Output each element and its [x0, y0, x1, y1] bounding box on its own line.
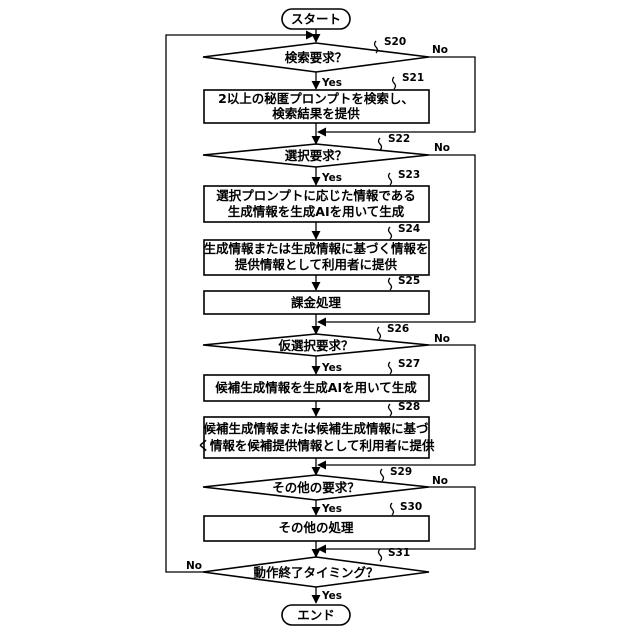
process-s23: 選択プロンプトに応じた情報である 生成情報を生成AIを用いて生成 — [204, 186, 429, 222]
step-id-s30: S30 — [400, 501, 422, 513]
end-terminal: エンド — [282, 605, 350, 625]
decision-s22-label: 選択要求？ — [285, 148, 348, 163]
decision-s31: 動作終了タイミング？ — [203, 557, 429, 587]
step-id-s25: S25 — [398, 275, 420, 287]
process-s28: 候補生成情報または候補生成情報に基づ く情報を候補提供情報として利用者に提供 — [197, 417, 435, 458]
process-s27-label: 候補生成情報を生成AIを用いて生成 — [215, 380, 417, 395]
step-id-s26: S26 — [387, 323, 409, 335]
no-label-s20: No — [432, 44, 448, 56]
process-s21-line1: 2以上の秘匿プロンプトを検索し、 — [218, 91, 414, 106]
process-s28-line2: く情報を候補提供情報として利用者に提供 — [197, 438, 435, 453]
process-s24: 生成情報または生成情報に基づく情報を 提供情報として利用者に提供 — [203, 240, 429, 275]
decision-s26-label: 仮選択要求？ — [277, 338, 353, 353]
process-s30-label: その他の処理 — [278, 520, 354, 535]
yes-label-s22: Yes — [321, 172, 342, 184]
process-s25: 課金処理 — [204, 291, 429, 314]
process-s23-line1: 選択プロンプトに応じた情報である — [216, 188, 416, 203]
decision-s29-label: その他の要求？ — [272, 480, 360, 495]
process-s23-line2: 生成情報を生成AIを用いて生成 — [228, 204, 405, 219]
no-label-s29: No — [432, 475, 448, 487]
no-label-s26: No — [434, 333, 450, 345]
start-terminal: スタート — [282, 9, 350, 29]
step-id-s20: S20 — [384, 36, 406, 48]
start-label: スタート — [291, 12, 341, 27]
step-id-s28: S28 — [398, 401, 420, 413]
no-label-s22: No — [434, 142, 450, 154]
yes-label-s26: Yes — [321, 362, 342, 374]
process-s27: 候補生成情報を生成AIを用いて生成 — [204, 375, 429, 401]
process-s30: その他の処理 — [204, 516, 429, 541]
process-s21: 2以上の秘匿プロンプトを検索し、 検索結果を提供 — [204, 90, 429, 123]
process-s21-line2: 検索結果を提供 — [272, 106, 360, 121]
decision-s31-label: 動作終了タイミング？ — [253, 565, 378, 580]
step-id-s31: S31 — [388, 547, 410, 559]
yes-label-s20: Yes — [321, 77, 342, 89]
step-id-s29: S29 — [390, 466, 412, 478]
decision-s22: 選択要求？ — [203, 144, 429, 167]
step-id-s24: S24 — [398, 223, 420, 235]
yes-label-s31: Yes — [321, 590, 342, 602]
no-label-s31: No — [186, 560, 202, 572]
decision-s26: 仮選択要求？ — [203, 334, 429, 356]
decision-s29: その他の要求？ — [203, 475, 429, 500]
process-s24-line2: 提供情報として利用者に提供 — [235, 257, 398, 272]
step-id-s27: S27 — [398, 358, 420, 370]
yes-label-s29: Yes — [321, 503, 342, 515]
step-id-s21: S21 — [402, 72, 424, 84]
process-s25-label: 課金処理 — [291, 295, 342, 310]
step-id-s23: S23 — [398, 169, 420, 181]
decision-s20-label: 検索要求？ — [285, 50, 348, 65]
end-label: エンド — [297, 608, 335, 623]
step-id-s22: S22 — [388, 133, 410, 145]
process-s24-line1: 生成情報または生成情報に基づく情報を — [203, 241, 428, 256]
process-s28-line1: 候補生成情報または候補生成情報に基づ — [203, 421, 429, 436]
